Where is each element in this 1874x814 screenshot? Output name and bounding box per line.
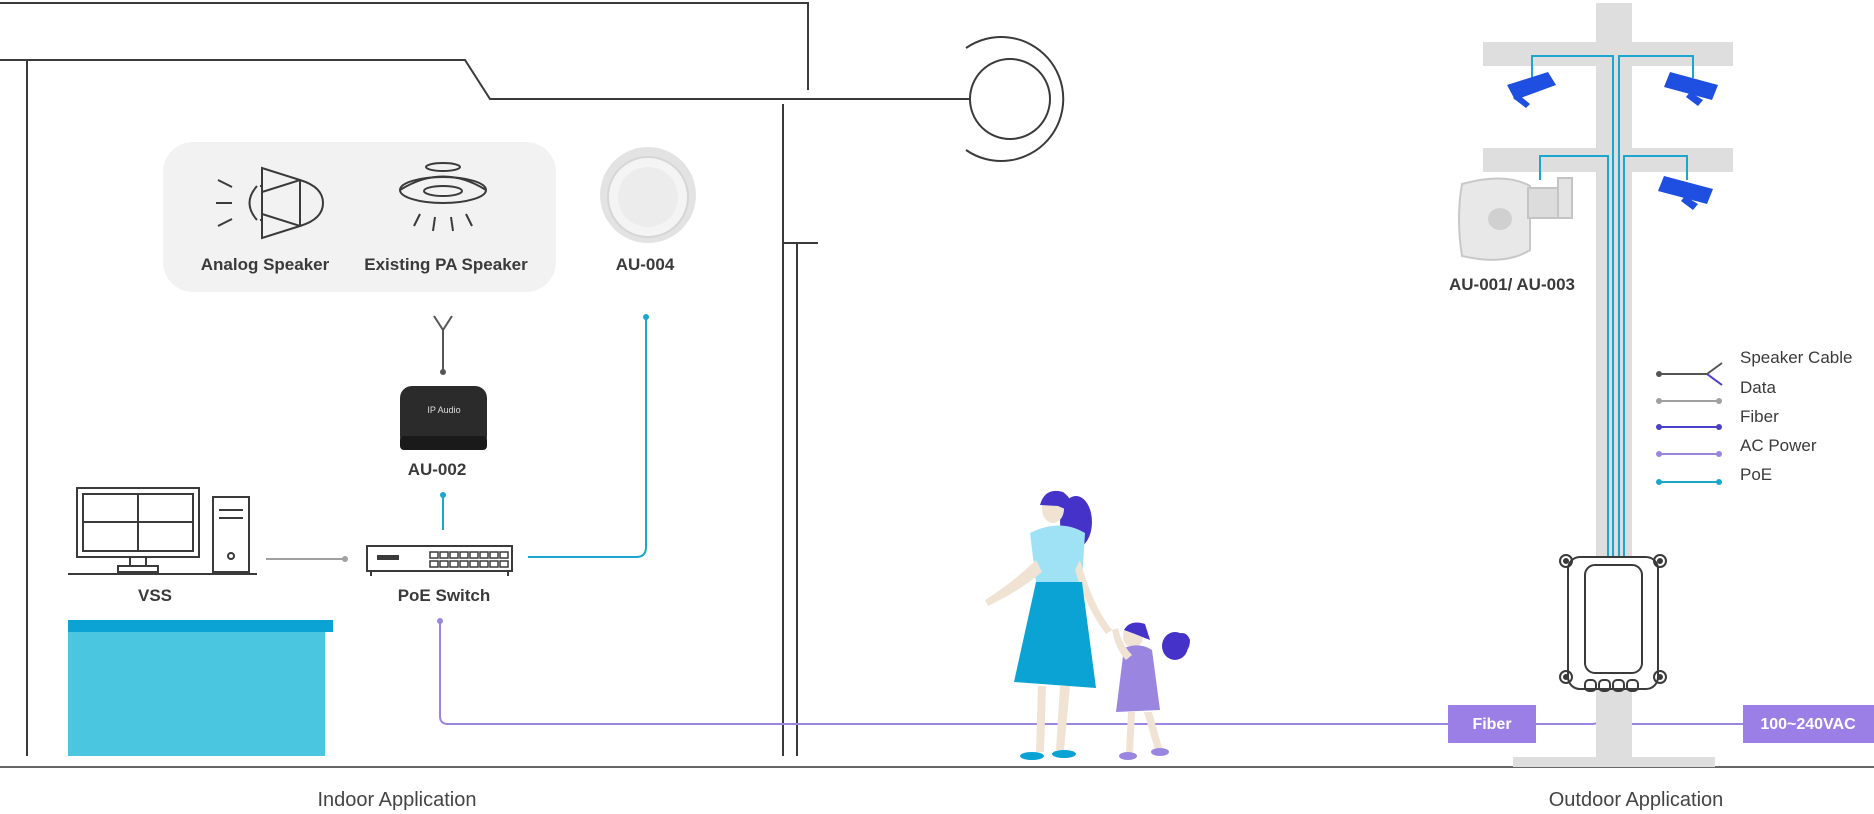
poe-switch-label: PoE Switch xyxy=(398,586,491,605)
au002-device-image: IP Audio xyxy=(400,386,487,450)
camera-icon xyxy=(1658,176,1713,210)
legend-item-ac-power: AC Power xyxy=(1656,436,1817,457)
poe-switch-icon xyxy=(367,546,512,576)
au001-au003-label: AU-001/ AU-003 xyxy=(1449,275,1575,294)
fiber-tag-label: Fiber xyxy=(1472,716,1511,733)
desk xyxy=(68,620,333,756)
indoor-section-label: Indoor Application xyxy=(317,789,476,811)
existing-pa-speaker-label: Existing PA Speaker xyxy=(364,255,528,274)
vss-workstation-icon xyxy=(68,488,257,574)
camera-icon xyxy=(1664,72,1718,106)
legend: Speaker Cable Data Fiber AC Power PoE xyxy=(1656,348,1852,485)
legend-item-fiber: Fiber xyxy=(1656,407,1779,430)
ceiling-light xyxy=(966,37,1063,161)
fiber-line-outdoor xyxy=(1536,697,1600,724)
child-illustration xyxy=(1112,622,1190,760)
au002-device-text: IP Audio xyxy=(427,405,460,415)
ac-power-line xyxy=(440,621,1448,724)
pole-poe-wiring xyxy=(1532,56,1693,560)
vss-label: VSS xyxy=(138,586,172,605)
au004-speaker-image xyxy=(600,147,696,243)
speaker-cable-line xyxy=(434,316,452,372)
legend-label: Speaker Cable xyxy=(1740,348,1852,367)
legend-label: Fiber xyxy=(1740,407,1779,426)
legend-label: PoE xyxy=(1740,465,1772,484)
camera-icon xyxy=(1507,72,1556,108)
ac-power-line-outdoor xyxy=(1620,697,1743,724)
outdoor-section-label: Outdoor Application xyxy=(1549,789,1724,811)
poe-line-au004 xyxy=(528,317,646,557)
horn-speaker-image xyxy=(1459,178,1572,260)
power-tag-label: 100~240VAC xyxy=(1760,716,1856,733)
legend-item-poe: PoE xyxy=(1656,465,1772,485)
woman-illustration xyxy=(985,491,1112,760)
legend-label: AC Power xyxy=(1740,436,1817,455)
au002-label: AU-002 xyxy=(408,460,467,479)
analog-speaker-label: Analog Speaker xyxy=(201,255,330,274)
au004-label: AU-004 xyxy=(616,255,675,274)
legend-label: Data xyxy=(1740,378,1776,397)
outdoor-enclosure xyxy=(1560,555,1666,691)
